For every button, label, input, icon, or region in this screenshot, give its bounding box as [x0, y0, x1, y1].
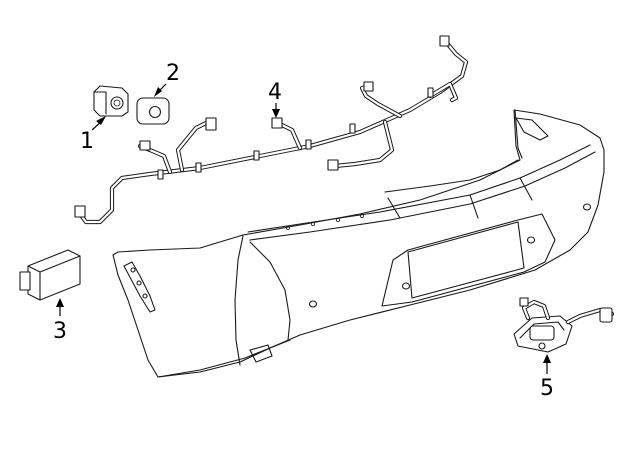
license-plate-surround: [381, 213, 556, 307]
reflector-dot: [130, 267, 136, 273]
harness-clips: [157, 87, 434, 180]
callout-1: 1: [80, 116, 106, 154]
bumper-top-lip-inner: [249, 151, 596, 241]
callout-label-4: 4: [268, 80, 282, 105]
bumper-step-2: [387, 177, 533, 219]
bumper-bottom-edge: [157, 339, 291, 378]
bumper-center-line: [249, 241, 291, 341]
reflector-dot: [136, 280, 142, 286]
wiring-harness: [74, 35, 469, 225]
harness-connector: [74, 205, 86, 218]
right-corner-edge: [514, 109, 523, 159]
sensor-hole: [582, 203, 592, 211]
callout-4: 4: [268, 80, 282, 118]
harness-connector: [439, 35, 450, 47]
callout-label-5: 5: [540, 376, 554, 401]
left-reflector: [123, 261, 156, 313]
park-sensor: [93, 85, 129, 117]
harness-connector: [205, 117, 217, 131]
callout-label-1: 1: [80, 129, 94, 154]
callout-3: 3: [53, 298, 67, 344]
sensor-retainer: [136, 97, 170, 125]
harness-connector: [363, 81, 374, 92]
mounting-tabs: [285, 213, 364, 230]
callout-label-3: 3: [53, 319, 67, 344]
rear-camera: [513, 297, 615, 353]
right-reflector: [515, 117, 549, 141]
bumper-left-crease: [234, 235, 244, 366]
bumper-step: [384, 159, 519, 193]
harness-connector: [139, 140, 151, 151]
callout-5: 5: [540, 354, 554, 401]
sensor-hole: [308, 300, 318, 308]
callout-label-2: 2: [166, 61, 180, 86]
license-plate-recess: [407, 221, 525, 299]
sensor-hole: [526, 236, 536, 244]
lower-diffuser: [249, 344, 273, 363]
rear-bumper-cover: [112, 109, 605, 378]
park-assist-module: [19, 249, 81, 301]
reflector-dot: [142, 293, 148, 299]
harness-connector: [271, 117, 283, 129]
callout-2: 2: [154, 61, 180, 97]
sensor-hole: [401, 282, 411, 290]
harness-connector: [327, 159, 339, 171]
